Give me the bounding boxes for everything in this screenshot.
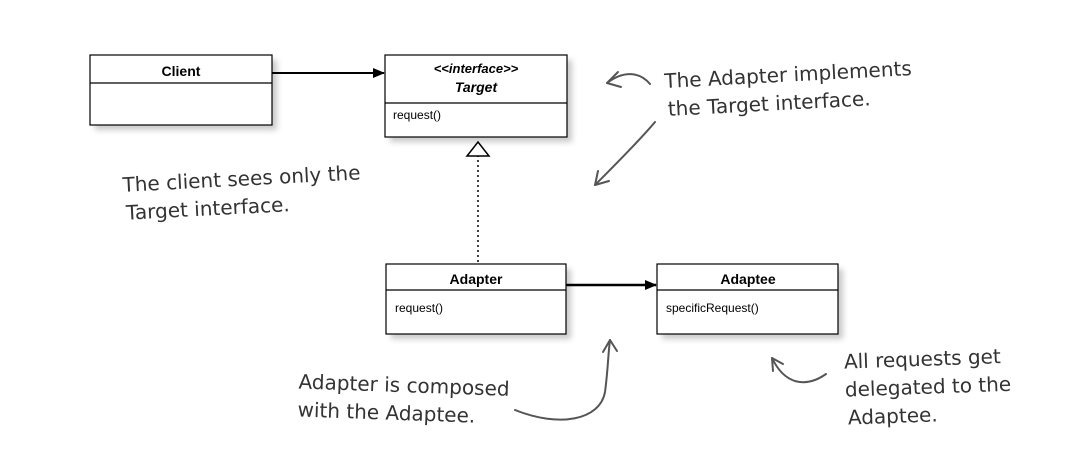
note-client-sees-line2: Target interface. xyxy=(124,192,290,225)
target-method: request() xyxy=(393,108,441,122)
adaptee-class-name: Adaptee xyxy=(720,271,775,287)
note-delegated: All requests get delegated to the Adapte… xyxy=(844,344,1012,429)
target-interface: <<interface>> Target request() xyxy=(384,54,572,142)
note-arrow-adapter-implements xyxy=(606,71,651,88)
note-delegated-line1: All requests get xyxy=(844,344,1002,373)
adaptee-class: Adaptee specificRequest() xyxy=(656,263,843,339)
note-adapter-implements-line1: The Adapter implements xyxy=(663,56,912,93)
note-arrow-delegated xyxy=(771,357,827,384)
note-client-sees-line1: The client sees only the xyxy=(121,160,361,196)
note-adapter-implements-line2: the Target interface. xyxy=(667,86,871,121)
note-delegated-line3: Adaptee. xyxy=(847,402,938,429)
note-delegated-line2: delegated to the xyxy=(845,372,1012,402)
adapter-class-name: Adapter xyxy=(450,271,503,287)
note-client-sees: The client sees only the Target interfac… xyxy=(121,160,361,225)
note-composed-line1: Adapter is composed xyxy=(298,369,510,400)
adaptee-method: specificRequest() xyxy=(666,301,759,315)
adapter-method: request() xyxy=(395,301,443,315)
note-arrow-implements-down xyxy=(594,121,656,186)
note-composed: Adapter is composed with the Adaptee. xyxy=(297,369,510,427)
note-adapter-implements: The Adapter implements the Target interf… xyxy=(663,56,912,121)
target-class-name: Target xyxy=(455,79,499,95)
realization-triangle xyxy=(465,140,491,157)
client-class-name: Client xyxy=(162,63,201,79)
client-class: Client xyxy=(89,54,277,130)
note-arrow-composed xyxy=(514,339,618,421)
note-composed-line2: with the Adaptee. xyxy=(297,397,475,427)
adapter-class: Adapter request() xyxy=(385,263,571,339)
target-stereotype: <<interface>> xyxy=(434,61,519,76)
